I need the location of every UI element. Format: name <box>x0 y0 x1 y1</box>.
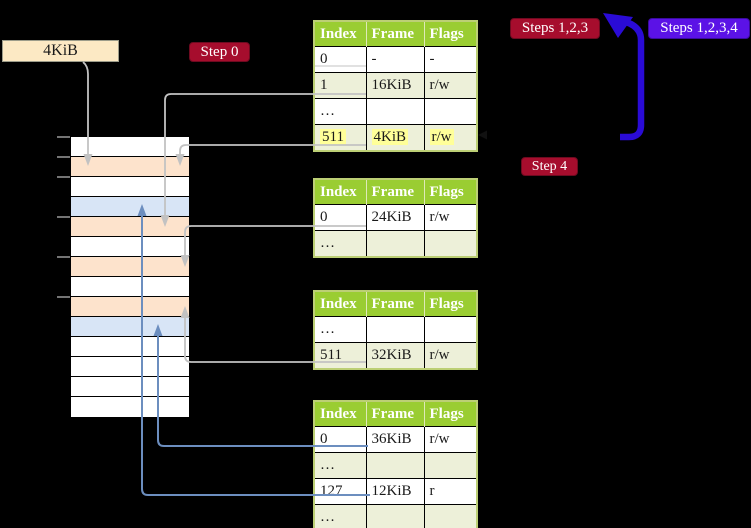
memory-frame-row <box>71 177 189 197</box>
steps-flow-arrow <box>603 13 645 141</box>
cell-flags <box>423 230 478 258</box>
cell-flags: r/w <box>423 124 478 152</box>
memory-frame-row <box>71 397 189 417</box>
table-row: 511 32KiB r/w <box>313 342 478 370</box>
highlighted-value: r/w <box>429 129 454 145</box>
cell-flags: r/w <box>423 342 478 370</box>
cell-flags: r <box>423 478 478 505</box>
cell-index: 511 <box>313 342 367 370</box>
cell-index: … <box>313 452 367 479</box>
memory-frame-row <box>71 157 189 177</box>
cell-index: 0 <box>313 46 367 73</box>
cell-flags: r/w <box>423 204 478 231</box>
cell-frame: 4KiB <box>365 124 425 152</box>
table-row: 0 24KiB r/w <box>313 204 478 231</box>
cell-flags <box>423 98 478 125</box>
column-header-frame: Frame <box>366 291 425 317</box>
memory-frame-row <box>71 217 189 237</box>
table-row: 0 36KiB r/w <box>313 426 478 453</box>
cell-index: 1 <box>313 72 367 99</box>
cell-frame <box>365 504 425 528</box>
column-header-flags: Flags <box>424 401 477 427</box>
cell-frame <box>365 230 425 258</box>
cell-index: 511 <box>313 124 367 152</box>
table-row: 0 - - <box>313 46 478 73</box>
highlighted-value: 4KiB <box>371 129 409 145</box>
column-header-frame: Frame <box>366 21 425 47</box>
table-row-highlighted: 511 4KiB r/w <box>313 124 478 152</box>
highlighted-value: 511 <box>320 129 346 145</box>
cell-frame: - <box>365 46 425 73</box>
cell-index: … <box>313 230 367 258</box>
column-header-frame: Frame <box>366 179 425 205</box>
table-row: 127 12KiB r <box>313 478 478 505</box>
column-header-index: Index <box>314 291 367 317</box>
column-header-flags: Flags <box>424 21 477 47</box>
badge-step-0: Step 0 <box>189 42 250 62</box>
badge-steps-1-2-3: Steps 1,2,3 <box>510 18 600 39</box>
cell-frame <box>365 98 425 125</box>
cell-flags <box>423 504 478 528</box>
cell-flags: r/w <box>423 426 478 453</box>
badge-steps-1-2-3-4: Steps 1,2,3,4 <box>648 18 750 39</box>
memory-frame-row <box>71 137 189 157</box>
column-header-frame: Frame <box>366 401 425 427</box>
page-table-top: Index Frame Flags 0 - - 1 16KiB r/w … 51… <box>313 20 478 152</box>
physical-memory-stack <box>70 136 190 418</box>
table-row: … <box>313 452 478 479</box>
table-row: 1 16KiB r/w <box>313 72 478 99</box>
table-row: … <box>313 504 478 528</box>
page-size-label: 4KiB <box>43 42 78 59</box>
table-row: … <box>313 316 478 343</box>
cell-frame: 12KiB <box>365 478 425 505</box>
memory-frame-row <box>71 277 189 297</box>
memory-frame-row <box>71 357 189 377</box>
cell-frame: 16KiB <box>365 72 425 99</box>
page-table-bottom: Index Frame Flags 0 36KiB r/w … 127 12Ki… <box>313 400 478 528</box>
column-header-index: Index <box>314 179 367 205</box>
stack-tick-marks <box>57 136 70 298</box>
cell-index: 0 <box>313 426 367 453</box>
column-header-flags: Flags <box>424 291 477 317</box>
cell-flags <box>423 316 478 343</box>
cell-flags: r/w <box>423 72 478 99</box>
cell-frame: 24KiB <box>365 204 425 231</box>
memory-frame-row <box>71 297 189 317</box>
column-header-flags: Flags <box>424 179 477 205</box>
table-row: … <box>313 230 478 258</box>
column-header-index: Index <box>314 21 367 47</box>
cell-frame: 32KiB <box>365 342 425 370</box>
memory-frame-row <box>71 257 189 277</box>
row-pointer-icon <box>478 130 487 140</box>
column-header-index: Index <box>314 401 367 427</box>
cell-index: … <box>313 98 367 125</box>
memory-frame-row <box>71 197 189 217</box>
memory-frame-row <box>71 237 189 257</box>
memory-frame-row <box>71 317 189 337</box>
memory-frame-row <box>71 337 189 357</box>
page-table-second: Index Frame Flags 0 24KiB r/w … <box>313 178 478 258</box>
cell-index: … <box>313 504 367 528</box>
cell-flags <box>423 452 478 479</box>
memory-frame-row <box>71 377 189 397</box>
cell-flags: - <box>423 46 478 73</box>
page-table-third: Index Frame Flags … 511 32KiB r/w <box>313 290 478 370</box>
cell-index: … <box>313 316 367 343</box>
cell-frame <box>365 316 425 343</box>
cell-index: 0 <box>313 204 367 231</box>
cell-frame: 36KiB <box>365 426 425 453</box>
cell-index: 127 <box>313 478 367 505</box>
badge-step-4: Step 4 <box>521 157 578 176</box>
page-size-box: 4KiB <box>2 40 119 62</box>
table-row: … <box>313 98 478 125</box>
cell-frame <box>365 452 425 479</box>
